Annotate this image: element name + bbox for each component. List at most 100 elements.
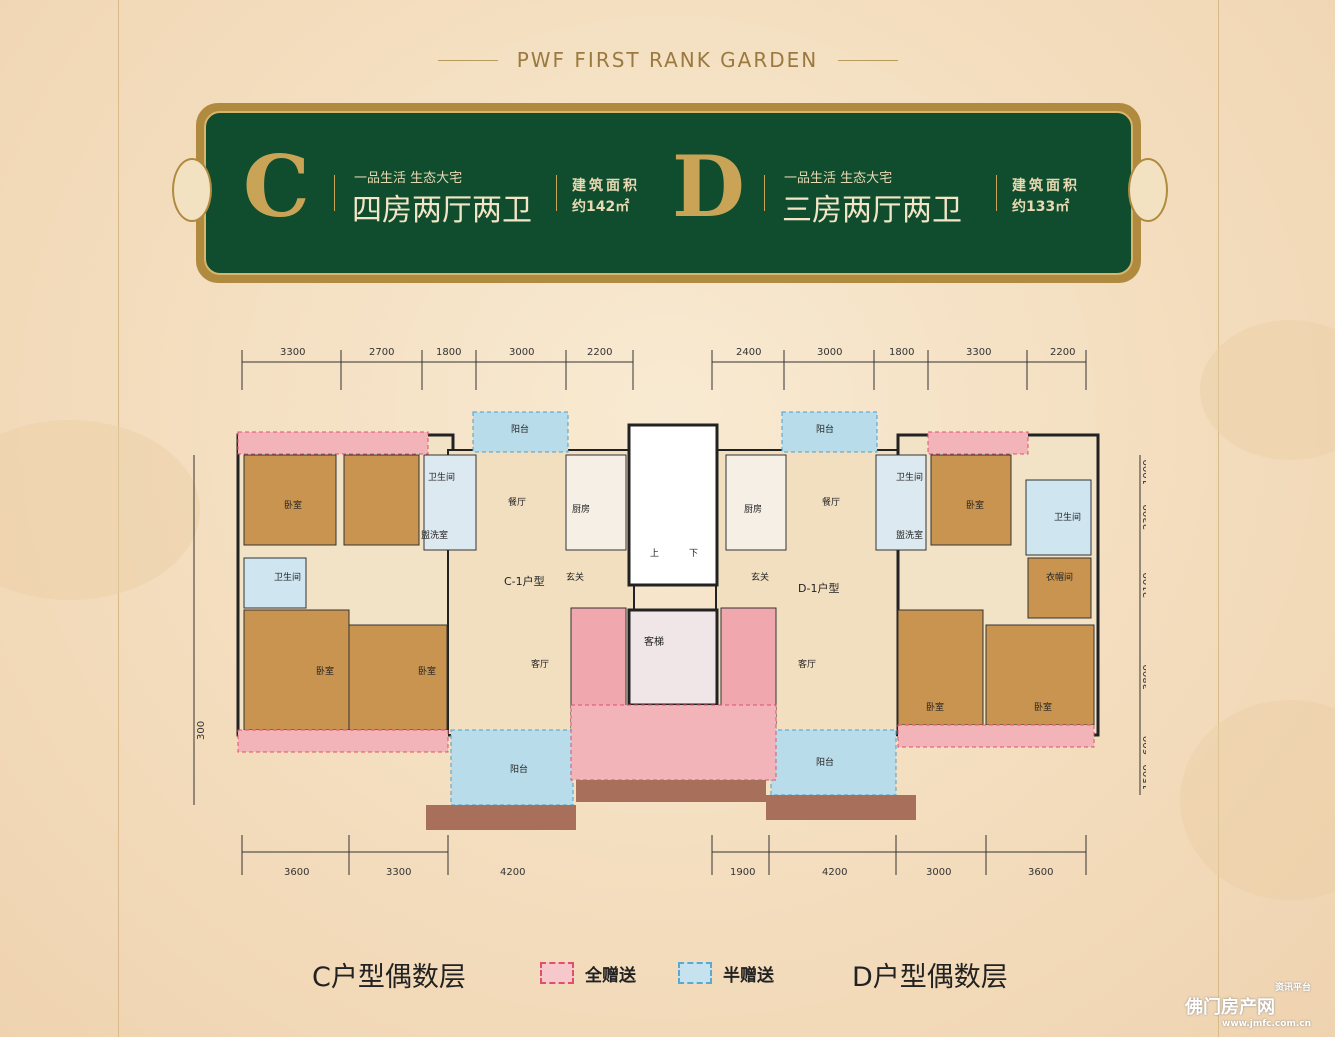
c-bedroom-3-label: 卧室 <box>316 665 334 677</box>
c-bathroom-1 <box>243 557 307 609</box>
dim-bottom-c-2: 3300 <box>386 867 411 878</box>
c-wash-label: 盥洗室 <box>421 529 448 541</box>
unit-d-area-label: 建筑面积 <box>1012 178 1080 194</box>
divider <box>334 175 335 211</box>
legend-half-gift-label: 半赠送 <box>723 966 774 986</box>
dim-top-c-2: 2700 <box>369 347 394 358</box>
watermark: 资讯平台 佛门房产网 www.jmfc.com.cn <box>1185 980 1311 1029</box>
floor-plan: 3300 2700 1800 3000 2200 2400 3000 1800 … <box>193 347 1146 878</box>
d-bathroom-1 <box>875 454 927 551</box>
dim-top-c-3: 1800 <box>436 347 461 358</box>
dim-top-d-2: 3000 <box>817 347 842 358</box>
dim-right-4: 3800 <box>1142 665 1146 690</box>
c-living-label: 客厅 <box>531 658 549 670</box>
watermark-main: 佛门房产网 <box>1185 997 1275 1018</box>
d-bay-window-bottom <box>897 724 1095 748</box>
d-planter <box>766 795 916 820</box>
background-petal <box>1180 700 1335 900</box>
ornament-line-right <box>838 60 898 61</box>
banner-scroll-left <box>172 158 212 222</box>
d-balcony-top <box>781 411 878 453</box>
dim-right-3: 2100 <box>1142 573 1146 598</box>
unit-d-area-value: 约133㎡ <box>1012 199 1070 215</box>
unit-d-letter: D <box>672 137 745 236</box>
d-bedroom-3-label: 卧室 <box>1034 701 1052 713</box>
d-bathroom-label: 卫生间 <box>896 471 923 483</box>
unit-d-layout: 三房两厅两卫 <box>782 193 962 228</box>
dimension-lines <box>193 361 1141 853</box>
d-bedroom-1-label: 卧室 <box>966 499 984 511</box>
c-unit-label: C-1户型 <box>504 574 545 588</box>
legend-full-gift-label: 全赠送 <box>585 966 636 986</box>
c-balcony-top <box>472 411 569 453</box>
dim-left-4: 300 <box>196 721 207 740</box>
divider <box>764 175 765 211</box>
dim-bottom-d-4: 3600 <box>1028 867 1053 878</box>
frame-line-right <box>1218 0 1219 1037</box>
c-bay-window-bottom <box>237 729 449 753</box>
unit-c-area-label: 建筑面积 <box>572 178 640 194</box>
d-floor-caption: D户型偶数层 <box>852 962 1008 993</box>
c-balcony-bottom <box>450 729 574 806</box>
d-kitchen-label: 厨房 <box>744 503 762 515</box>
d-unit-label: D-1户型 <box>798 581 839 595</box>
c-balcony-label: 阳台 <box>510 763 528 775</box>
d-closet <box>1027 557 1092 619</box>
garden-terrace <box>570 704 777 781</box>
dim-bottom-c-3: 4200 <box>500 867 525 878</box>
c-bathroom-2 <box>423 454 477 551</box>
stairwell <box>627 423 719 587</box>
d-bathroom-2 <box>1025 479 1092 556</box>
c-dining-label: 餐厅 <box>508 496 526 508</box>
dim-right-5: 600 <box>1142 736 1146 755</box>
dimension-ticks <box>241 350 1087 875</box>
d-bedroom-2-label: 卧室 <box>926 701 944 713</box>
d-bedroom-2 <box>897 609 984 726</box>
d-balcony-label: 阳台 <box>816 756 834 768</box>
dim-top-d-1: 2400 <box>736 347 761 358</box>
c-bathroom-2-label: 卫生间 <box>274 571 301 583</box>
banner-panel <box>204 111 1133 275</box>
banner-scroll-right <box>1128 158 1168 222</box>
dim-top-d-4: 3300 <box>966 347 991 358</box>
d-closet-label: 衣帽间 <box>1046 571 1073 583</box>
title-banner <box>196 103 1141 283</box>
unit-c-slogan: 一品生活 生态大宅 <box>354 171 463 186</box>
frame-line-left <box>118 0 119 1037</box>
dim-top-c-4: 3000 <box>509 347 534 358</box>
c-bedroom-4-label: 卧室 <box>418 665 436 677</box>
stairs-up-label: 上 <box>650 548 659 559</box>
lift-core <box>627 608 719 707</box>
dim-right-6: 1500 <box>1142 765 1146 790</box>
c-bedroom-label: 卧室 <box>284 499 302 511</box>
c-bedroom-3 <box>243 609 350 731</box>
watermark-url: www.jmfc.com.cn <box>1222 1019 1311 1029</box>
unit-c-area-value: 约142㎡ <box>572 199 630 215</box>
c-bay-window-top <box>237 431 429 455</box>
c-balcony-top-label: 阳台 <box>511 423 529 435</box>
d-dining-label: 餐厅 <box>822 496 840 508</box>
dim-top-d-5: 2200 <box>1050 347 1075 358</box>
ornament-line-left <box>438 60 498 61</box>
c-bedroom-1 <box>243 454 337 546</box>
center-planter-left <box>576 780 666 802</box>
background-petal <box>0 420 200 600</box>
d-living-label: 客厅 <box>798 658 816 670</box>
background-petal <box>1200 320 1335 460</box>
d-foyer-label: 玄关 <box>751 571 769 583</box>
c-floor-caption: C户型偶数层 <box>312 962 466 993</box>
legend-full-gift-swatch <box>540 962 574 984</box>
center-planter-right <box>666 780 766 802</box>
dim-right-2: 2300 <box>1142 505 1146 530</box>
c-bedroom-4 <box>348 624 448 731</box>
dim-bottom-d-3: 3000 <box>926 867 951 878</box>
d-kitchen <box>725 454 787 551</box>
d-balcony-top-label: 阳台 <box>816 423 834 435</box>
lift-label: 客梯 <box>644 635 664 648</box>
stairs-down-label: 下 <box>689 549 698 559</box>
watermark-sub: 资讯平台 <box>1274 983 1311 993</box>
c-foyer-label: 玄关 <box>566 571 584 583</box>
legend-half-gift-swatch <box>678 962 712 984</box>
unit-c-layout: 四房两厅两卫 <box>352 193 532 228</box>
dim-top-c-1: 3300 <box>280 347 305 358</box>
